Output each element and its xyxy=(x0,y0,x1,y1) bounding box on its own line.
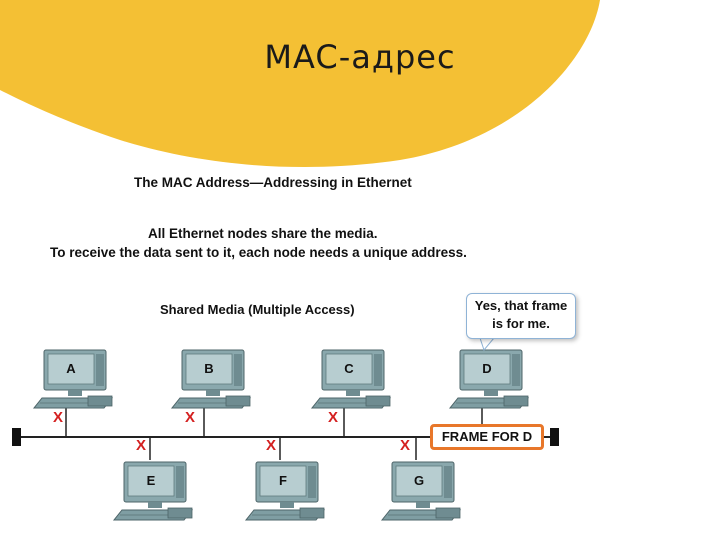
slide-title: MAC-адрес xyxy=(200,38,520,76)
diagram-heading: The MAC Address—Addressing in Ethernet xyxy=(134,175,412,190)
shared-media-label: Shared Media (Multiple Access) xyxy=(160,302,355,317)
computer-c xyxy=(312,350,390,408)
x-mark-c: X xyxy=(328,409,338,426)
computer-e xyxy=(114,462,192,520)
computer-d xyxy=(450,350,528,408)
callout-line-2: is for me. xyxy=(467,315,575,333)
x-mark-b: X xyxy=(185,409,195,426)
intro-line-1: All Ethernet nodes share the media. xyxy=(148,226,378,241)
node-label-g: G xyxy=(396,473,442,488)
node-label-c: C xyxy=(326,361,372,376)
computer-f xyxy=(246,462,324,520)
node-label-a: A xyxy=(48,361,94,376)
decorative-blob xyxy=(0,0,600,167)
x-mark-f: X xyxy=(266,437,276,454)
node-label-d: D xyxy=(464,361,510,376)
x-mark-e: X xyxy=(136,437,146,454)
bus-terminator-left xyxy=(12,428,21,446)
node-label-b: B xyxy=(186,361,232,376)
x-mark-g: X xyxy=(400,437,410,454)
computer-b xyxy=(172,350,250,408)
callout-bubble: Yes, that frame is for me. xyxy=(466,293,576,339)
node-label-f: F xyxy=(260,473,306,488)
intro-line-2: To receive the data sent to it, each nod… xyxy=(50,245,467,260)
computer-g xyxy=(382,462,460,520)
bus-terminator-right xyxy=(550,428,559,446)
callout-line-1: Yes, that frame xyxy=(467,297,575,315)
frame-label: FRAME FOR D xyxy=(430,424,544,450)
callout-pointer xyxy=(480,338,494,350)
x-mark-a: X xyxy=(53,409,63,426)
node-label-e: E xyxy=(128,473,174,488)
computer-a xyxy=(34,350,112,408)
